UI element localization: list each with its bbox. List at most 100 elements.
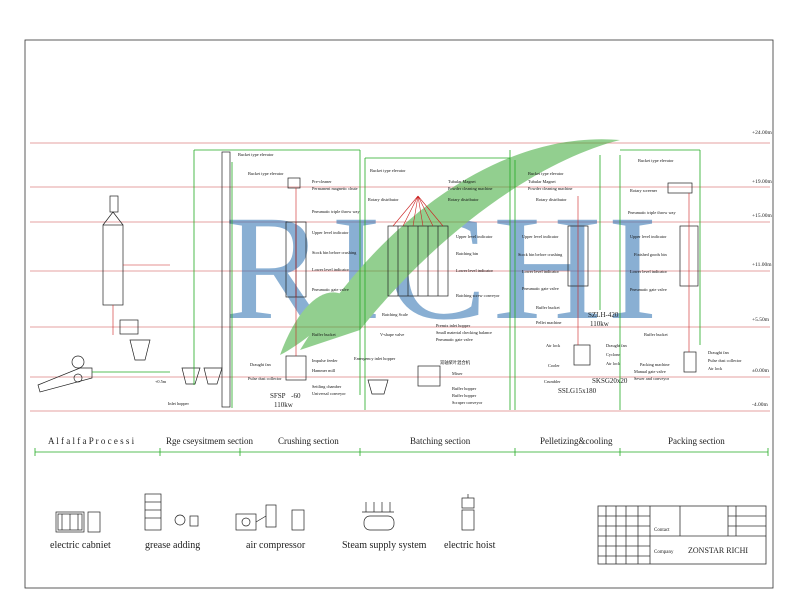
level-label: +5.50m	[752, 317, 770, 323]
mill-power-label: 110kw	[274, 401, 294, 409]
equipment-label: Lower level indicator	[630, 269, 668, 274]
equipment-label: Draught fan	[708, 350, 729, 355]
equipment-label: Premix inlet hopper	[436, 323, 471, 328]
legend-label: electric hoist	[444, 540, 496, 551]
equipment-label: V-shape valve	[380, 332, 404, 337]
mixer-chinese-label: 双轴桨叶混合机	[440, 359, 471, 366]
cooler-model-label: SKSG20x20	[592, 377, 628, 385]
equipment-label: Sewer and conveyor	[634, 376, 670, 381]
batching-distribution-lines	[392, 195, 444, 227]
equipment-label: Crumbler	[544, 379, 561, 384]
alfalfa-machine-wheel	[71, 355, 85, 369]
title-block-contact: Contact	[654, 528, 670, 533]
steam-icon	[362, 502, 395, 531]
section-label: Packing section	[668, 436, 725, 446]
equipment-label: Tubular Magnet	[528, 179, 556, 184]
equipment-label: Pneumatic gate valve	[436, 337, 473, 342]
equipment-label: Bucket type elevator	[370, 168, 406, 173]
equipment-label: Small material checking balance	[436, 330, 492, 335]
pelletizing-area: Bucket type elevator Tubular Magnet Powd…	[514, 155, 628, 410]
packing-scale	[683, 351, 697, 373]
batching-area: Bucket type elevator Tubular Magnet Powd…	[354, 150, 511, 410]
equipment-label: Manual gate valve	[634, 369, 666, 374]
equipment-label: Pre-cleaner	[312, 179, 332, 184]
alfalfa-machine-wheel	[73, 373, 83, 383]
section-bar: A l f a l f a P r o c e s s i Rge cseysi…	[34, 436, 769, 456]
equipment-label: Stock bin before crushing	[518, 252, 563, 257]
level-label: +24.00m	[752, 130, 772, 136]
equipment-label: Bucket type elevator	[248, 171, 284, 176]
equipment-label: Buffer bucket	[644, 332, 668, 337]
hammer-mill	[285, 355, 307, 381]
equipment-label: Finished goods bin	[634, 252, 668, 257]
equipment-label: Rotary distributor	[368, 197, 399, 202]
equipment-label: Pneumatic gate valve	[522, 286, 559, 291]
level-label: +19.00m	[752, 179, 772, 185]
alfalfa-silo	[102, 224, 124, 306]
mill-model-label: SFSP-60	[270, 392, 301, 400]
pellet-power-label: 110kw	[590, 320, 610, 328]
legend: electric cabniet grease adding air compr…	[50, 493, 496, 551]
legend-label: air compressor	[246, 540, 306, 551]
equipment-label: Powder cleaning machine	[448, 186, 492, 191]
equipment-label: Bucket type elevator	[528, 171, 564, 176]
equipment-label: Bucket type elevator	[638, 158, 674, 163]
alfalfa-feed-conveyor	[37, 367, 93, 393]
cabinet-icon	[55, 511, 101, 533]
legend-label: electric cabniet	[50, 540, 111, 551]
equipment-label: Air lock	[606, 361, 621, 366]
level-label: -4.00m	[752, 402, 768, 408]
pellet-model-label: SZLH-420	[588, 311, 619, 319]
equipment-label: Pneumatic gate valve	[630, 287, 667, 292]
equipment-label: Pneumatic triple throw way	[628, 210, 676, 215]
equipment-label: Scraper conveyor	[452, 400, 483, 405]
pellet-mill	[573, 344, 591, 366]
legend-label: grease adding	[145, 540, 200, 551]
emergency-hopper-symbol	[367, 379, 389, 395]
watermark-leaf	[300, 139, 620, 350]
compressor-icon	[235, 504, 305, 531]
receiving-area: Inlet hopper	[168, 149, 360, 408]
floor-lines	[30, 142, 770, 412]
equipment-label: Draught fan	[606, 343, 627, 348]
equipment-label: Buffer hopper	[452, 393, 477, 398]
inlet-hopper-symbol	[181, 367, 201, 385]
bucket-elevator-shaft	[221, 151, 231, 408]
section-label: Crushing section	[278, 436, 339, 446]
equipment-label: Batching bin	[456, 251, 479, 256]
equipment-label: Buffer bucket	[536, 305, 560, 310]
alfalfa-cyclone	[109, 195, 119, 213]
section-label: Pelletizing&cooling	[540, 436, 613, 446]
equipment-label: Powder cleaning machine	[528, 186, 572, 191]
equipment-label: Air lock	[546, 343, 561, 348]
equipment-label: Upper level indicator	[456, 234, 493, 239]
equipment-label: Emergency inlet hopper	[354, 356, 396, 361]
equipment-label: Pneumatic triple throw way	[312, 209, 360, 214]
equipment-label: Buffer bucket	[312, 332, 336, 337]
crumbler-model-label: SSLG15x180	[558, 387, 597, 395]
legend-label: Steam supply system	[342, 540, 427, 551]
equipment-label: Packing machine	[640, 362, 670, 367]
equipment-label: Bucket type elevator	[238, 152, 274, 157]
grease-icon	[144, 493, 199, 531]
title-block: Contact Company ZONSTAR RICHI	[597, 505, 767, 565]
alfalfa-processing-area: +0.5m	[37, 195, 170, 393]
equipment-label: Cooler	[548, 363, 560, 368]
equipment-label: Lower level indicator	[312, 267, 350, 272]
title-block-frame	[597, 505, 767, 565]
equipment-label: Impulse feeder	[312, 358, 338, 363]
inlet-hopper-label: Inlet hopper	[168, 401, 189, 406]
level-markers: +24.00m +19.00m +15.00m +11.00m +5.50m ±…	[752, 130, 772, 408]
level-label: ±0.00m	[752, 368, 770, 374]
equipment-label: Batching Scale	[382, 312, 408, 317]
equipment-label: Pulse dust collector	[248, 376, 282, 381]
section-label: Rge cseysitmem section	[166, 436, 253, 446]
equipment-label: Settling chamber	[312, 384, 342, 389]
equipment-label: Lower level indicator	[522, 269, 560, 274]
equipment-label: Universal conveyor	[312, 391, 346, 396]
packing-area: Bucket type elevator Rotary screener Pne…	[619, 149, 742, 410]
alfalfa-level-label: +0.5m	[155, 379, 167, 384]
equipment-label: Buffer hopper	[452, 386, 477, 391]
